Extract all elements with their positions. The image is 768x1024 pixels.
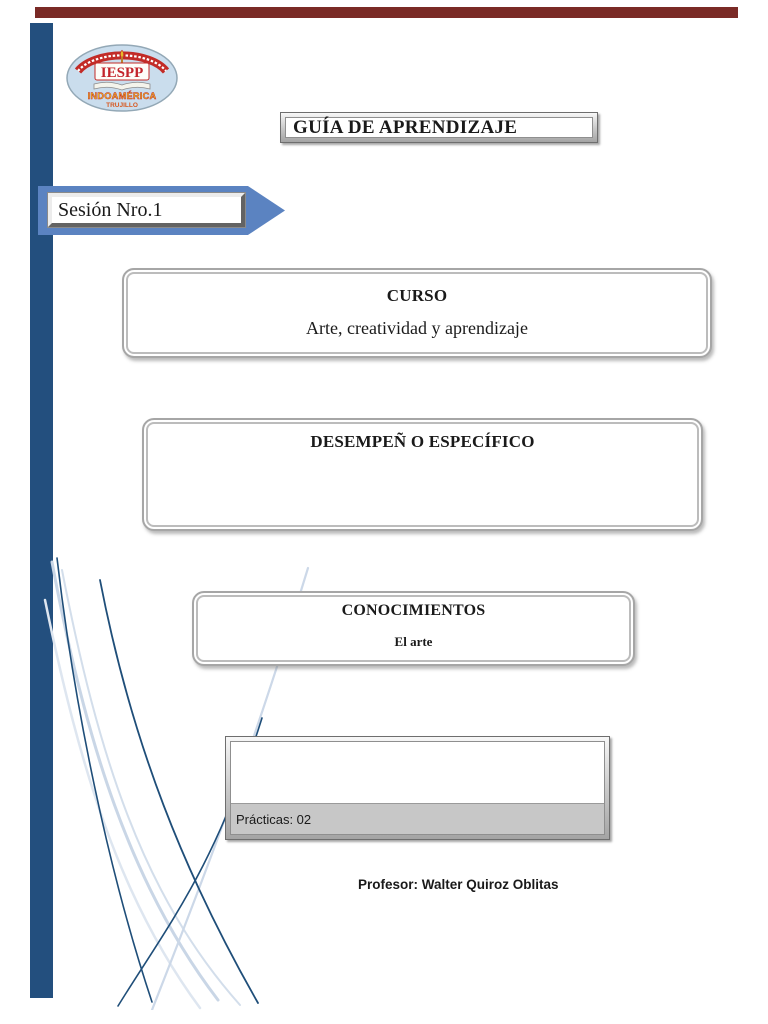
professor-line: Profesor: Walter Quiroz Oblitas <box>358 877 559 892</box>
practicas-empty-area <box>231 742 604 803</box>
section-practicas: Prácticas: 02 <box>225 736 610 840</box>
logo-acronym-plate <box>94 62 150 81</box>
institution-logo: IESPP INDOAMÉRICA TRUJILLO <box>66 44 178 112</box>
section-curso: CURSO Arte, creatividad y aprendizaje <box>122 268 712 358</box>
page-title: GUÍA DE APRENDIZAJE <box>285 117 593 138</box>
torch-stem <box>121 57 123 64</box>
practicas-panel: Prácticas: 02 <box>230 741 605 835</box>
section-conocimientos: CONOCIMIENTOS El arte <box>192 591 635 666</box>
top-accent-bar <box>35 7 738 18</box>
section-conocimientos-content: El arte <box>394 634 433 649</box>
session-label: Sesión Nro.1 <box>47 192 246 228</box>
left-accent-bar <box>30 23 53 998</box>
open-book-icon <box>93 81 151 91</box>
section-desempeno-title: DESEMPEÑ O ESPECÍFICO <box>310 432 535 451</box>
practicas-label: Prácticas: 02 <box>231 803 604 834</box>
section-curso-title: CURSO <box>386 286 448 305</box>
logo-institution-name: INDOAMÉRICA <box>88 91 157 101</box>
session-arrow-banner: Sesión Nro.1 <box>38 186 285 235</box>
section-curso-content: Arte, creatividad y aprendizaje <box>306 318 528 338</box>
section-conocimientos-title: CONOCIMIENTOS <box>341 602 486 619</box>
logo-city: TRUJILLO <box>106 102 138 109</box>
section-desempeno: DESEMPEÑ O ESPECÍFICO <box>142 418 703 531</box>
logo-acronym: IESPP <box>101 65 144 81</box>
guide-title-box: GUÍA DE APRENDIZAJE <box>280 112 598 143</box>
